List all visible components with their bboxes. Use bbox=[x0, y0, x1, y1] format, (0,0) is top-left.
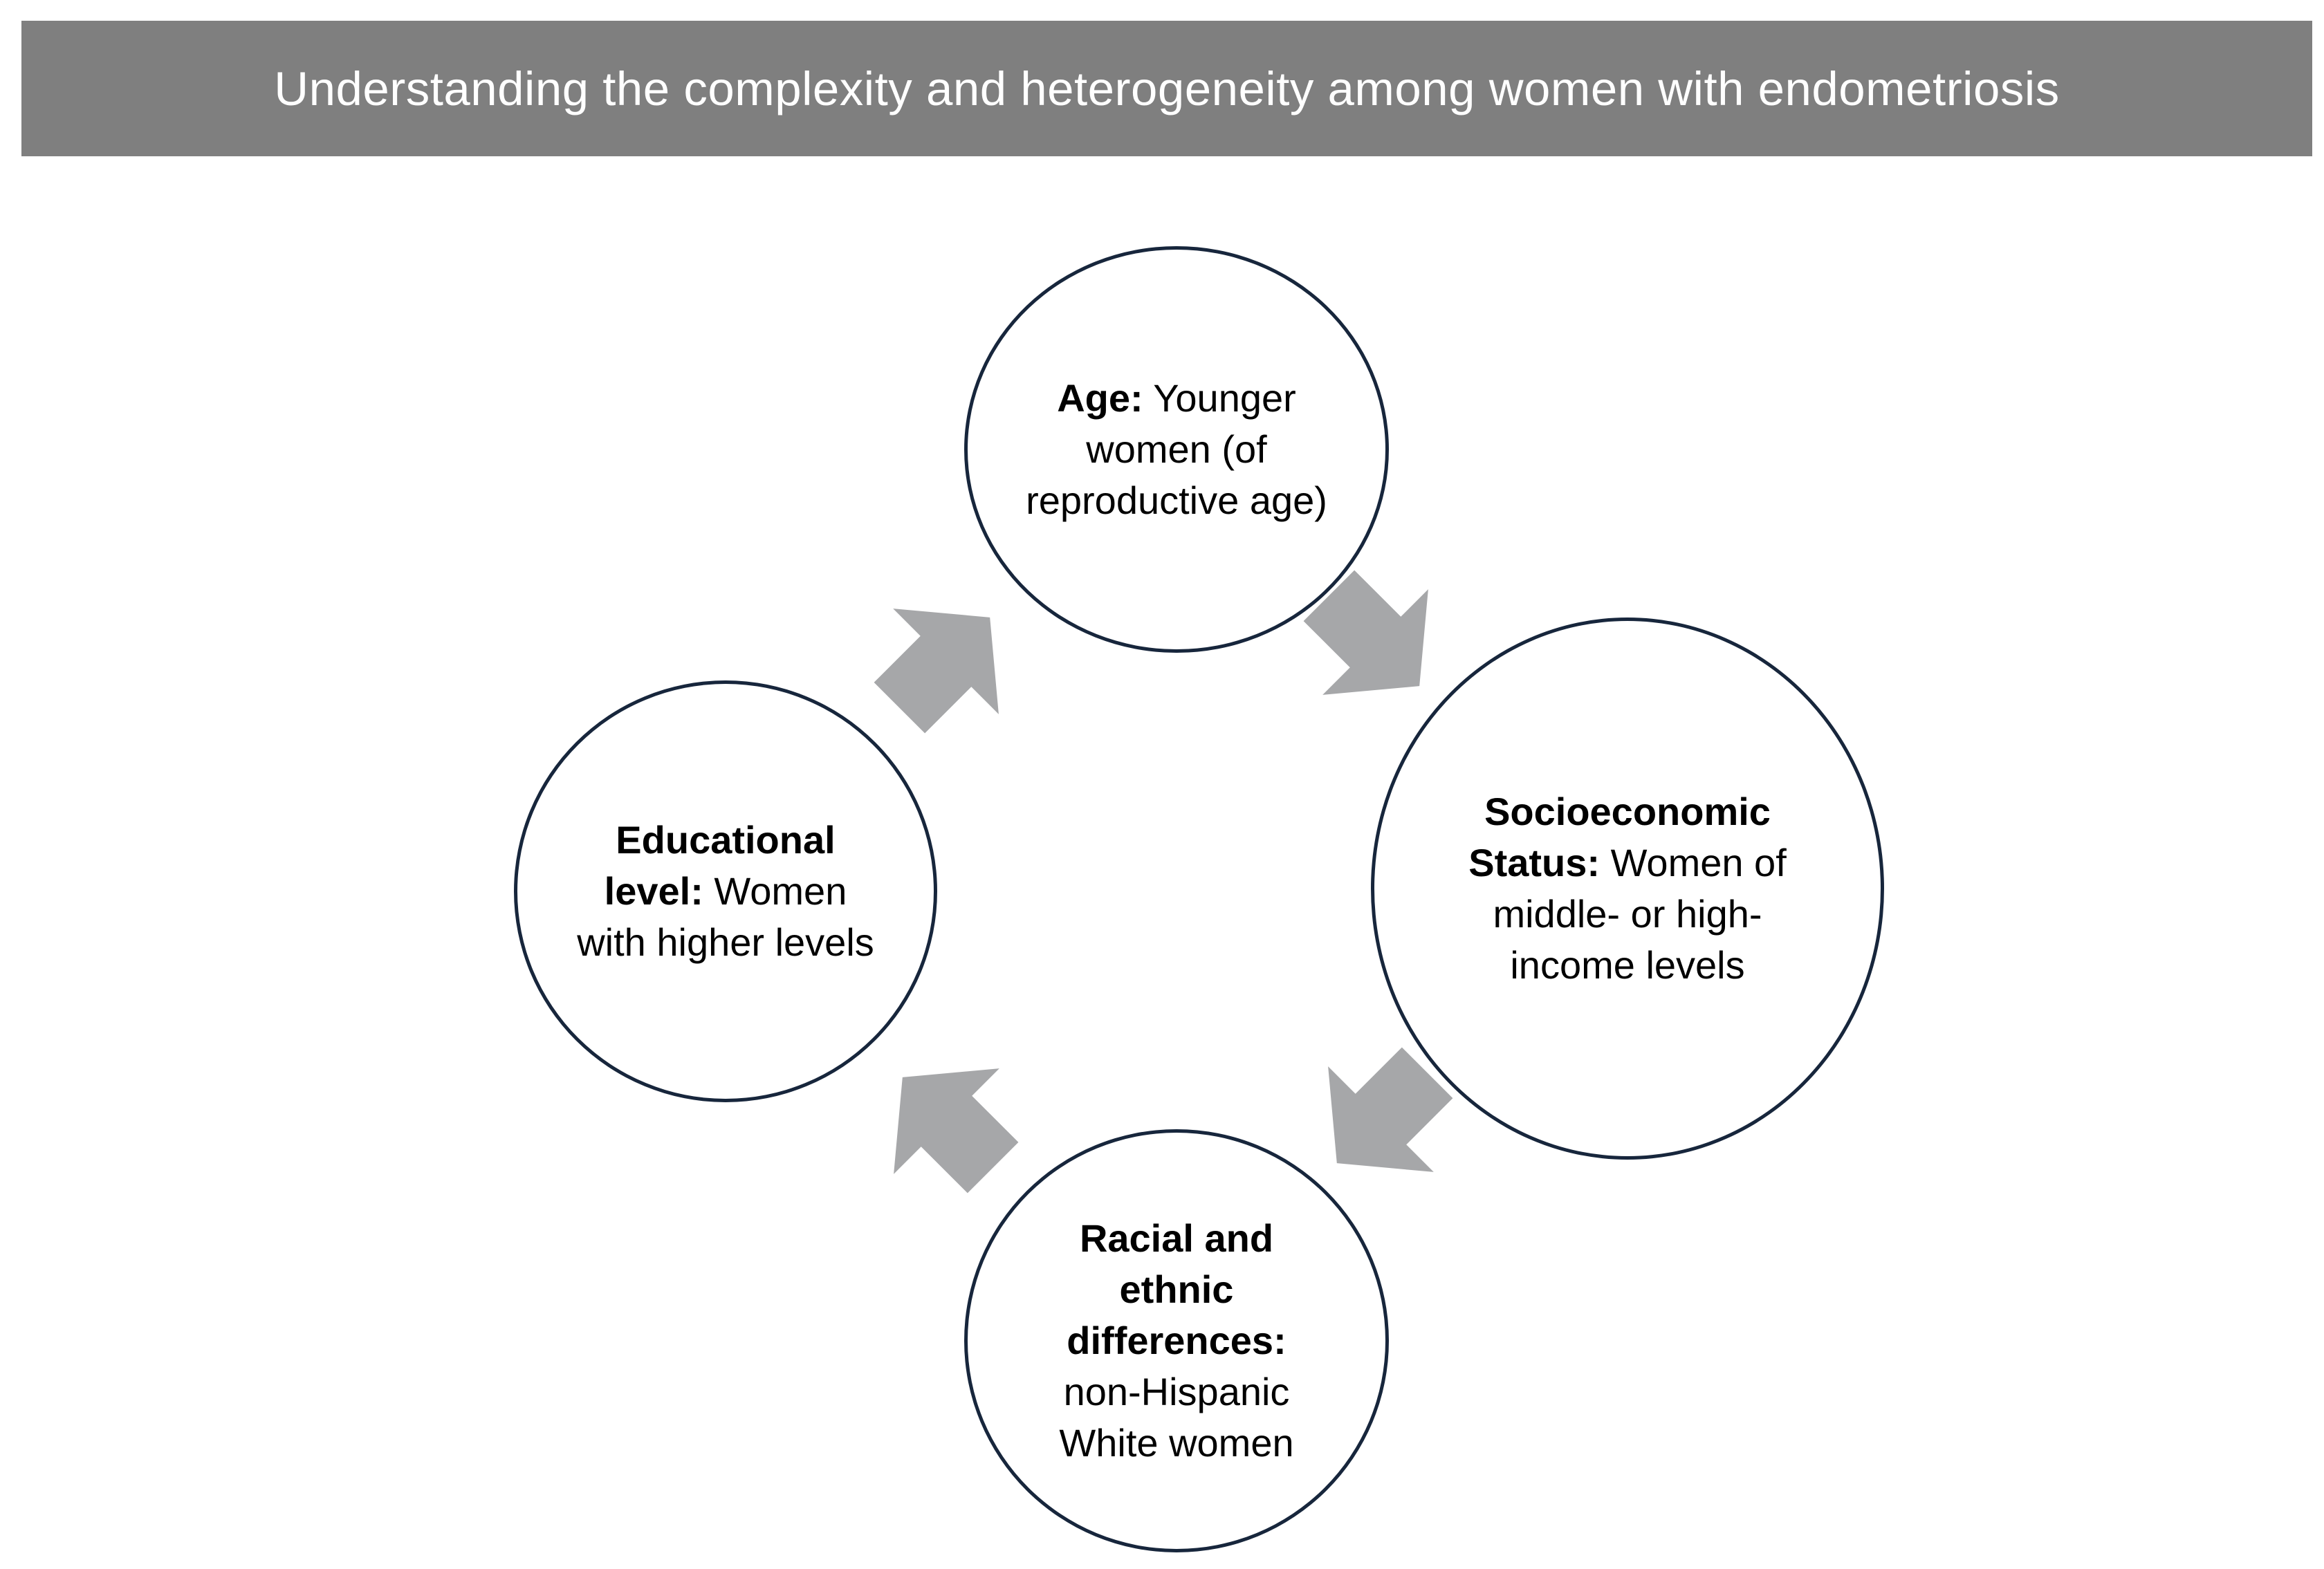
node-race-desc: non-Hispanic White women bbox=[1059, 1370, 1294, 1465]
node-education: Educational level: Women with higher lev… bbox=[514, 680, 937, 1102]
node-socioeconomic-label: Socioeconomic Status: Women of middle- o… bbox=[1448, 786, 1807, 991]
node-age: Age: Younger women (of reproductive age) bbox=[964, 246, 1389, 653]
node-education-desc: Women with higher levels bbox=[577, 869, 874, 964]
node-socioeconomic-bold: Socioeconomic Status: bbox=[1468, 790, 1771, 884]
node-race-bold: Racial and ethnic differences: bbox=[1067, 1216, 1286, 1362]
node-age-label: Age: Younger women (of reproductive age) bbox=[1024, 373, 1329, 526]
node-age-bold: Age: bbox=[1057, 376, 1143, 420]
node-race-label: Racial and ethnic differences: non-Hispa… bbox=[1024, 1213, 1329, 1469]
node-socioeconomic-desc: Women of middle- or high-income levels bbox=[1493, 841, 1787, 987]
arrow-education-to-age bbox=[846, 564, 1043, 761]
node-education-label: Educational level: Women with higher lev… bbox=[573, 815, 878, 968]
title-bar: Understanding the complexity and heterog… bbox=[21, 21, 2312, 156]
node-socioeconomic: Socioeconomic Status: Women of middle- o… bbox=[1371, 618, 1884, 1160]
diagram-title: Understanding the complexity and heterog… bbox=[274, 62, 2060, 115]
node-race: Racial and ethnic differences: non-Hispa… bbox=[964, 1129, 1389, 1552]
node-age-desc: Younger women (of reproductive age) bbox=[1026, 376, 1327, 522]
node-education-bold: Educational level: bbox=[604, 818, 836, 913]
arrow-race-to-education bbox=[849, 1024, 1046, 1221]
